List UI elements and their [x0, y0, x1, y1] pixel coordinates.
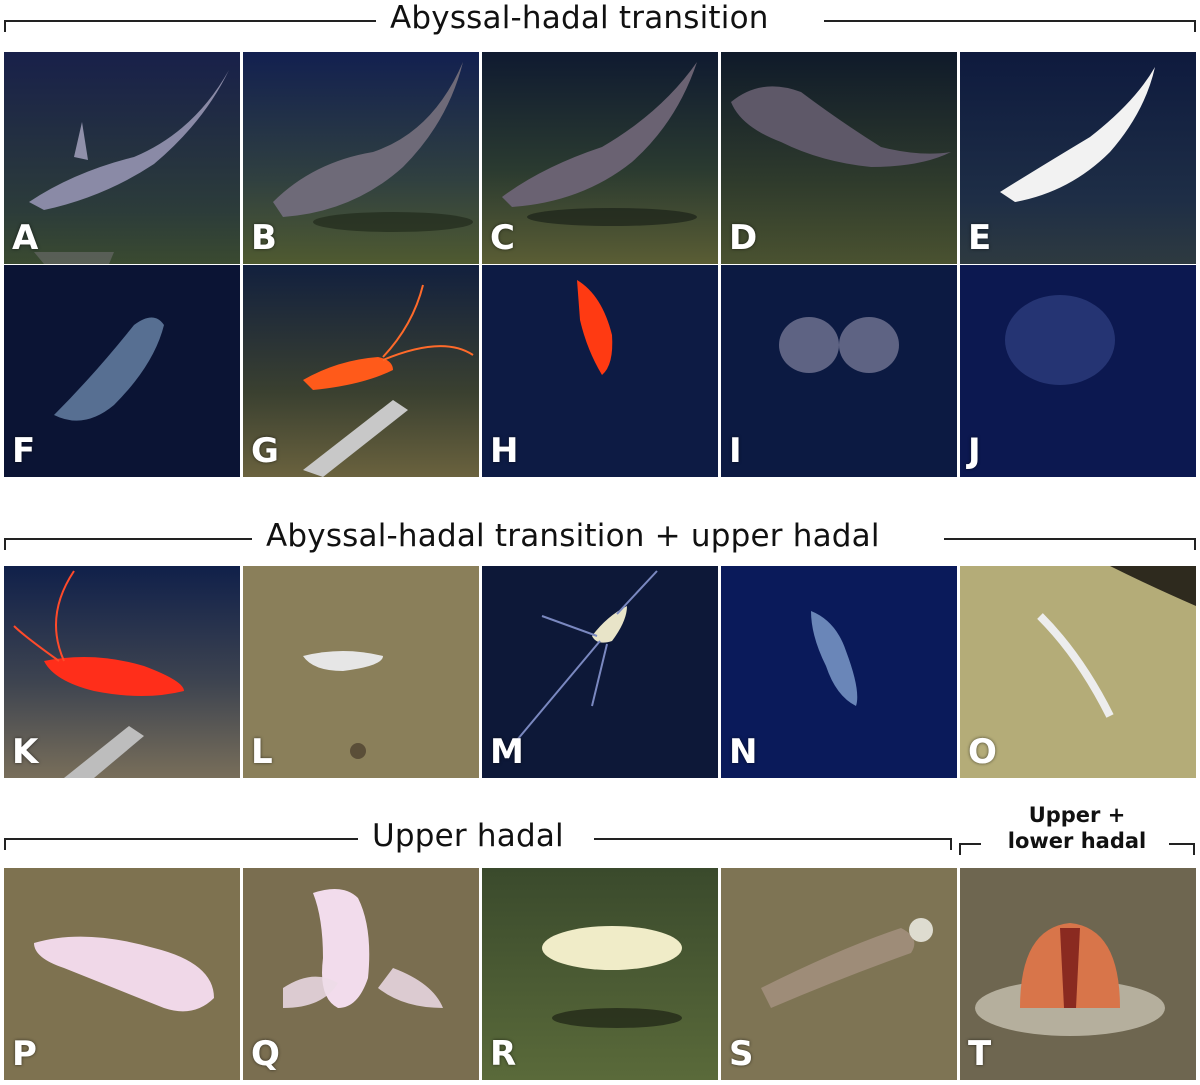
panel-letter: R	[490, 1034, 517, 1074]
bracket-line-right	[944, 538, 1196, 540]
photo-panel-f: F	[4, 265, 240, 477]
panel-letter: E	[968, 218, 992, 258]
photo-panel-p: P	[4, 868, 240, 1080]
image-row-4: P Q R S T	[4, 868, 1196, 1080]
panel-letter: S	[729, 1034, 754, 1074]
photo-panel-g: G	[243, 265, 479, 477]
bracket-tick-left	[4, 538, 6, 550]
panel-letter: G	[251, 431, 279, 471]
section-header-abyssal-hadal-transition: Abyssal-hadal transition	[0, 0, 1200, 40]
section-header-upper-lower-hadal: Upper + lower hadal	[957, 803, 1197, 858]
photo-panel-b: B	[243, 52, 479, 264]
bracket-tick-left	[4, 20, 6, 32]
section-title: Abyssal-hadal transition	[390, 0, 769, 36]
panel-letter: P	[12, 1034, 37, 1074]
photo-panel-q: Q	[243, 868, 479, 1080]
photo-panel-t: T	[960, 868, 1196, 1080]
bracket-line-right	[824, 20, 1196, 22]
photo-panel-i: I	[721, 265, 957, 477]
photo-panel-j: J	[960, 265, 1196, 477]
panel-letter: H	[490, 431, 519, 471]
bracket-tick-right	[1194, 538, 1196, 550]
photo-panel-m: M	[482, 566, 718, 778]
panel-letter: I	[729, 431, 742, 471]
bracket-tick-right	[1194, 20, 1196, 32]
section-title: Abyssal-hadal transition + upper hadal	[266, 518, 880, 554]
bracket-tick-right	[1193, 843, 1195, 855]
bracket-tick-right	[950, 838, 952, 850]
bracket-tick-left	[4, 838, 6, 850]
panel-letter: T	[968, 1034, 992, 1074]
section-title-line-1: Upper +	[1028, 803, 1126, 827]
panel-letter: O	[968, 732, 997, 772]
image-row-1: A B C D E	[4, 52, 1196, 264]
photo-panel-r: R	[482, 868, 718, 1080]
section-header-abyssal-hadal-transition-upper-hadal: Abyssal-hadal transition + upper hadal	[0, 518, 1200, 558]
photo-panel-n: N	[721, 566, 957, 778]
bracket-line-left	[4, 20, 376, 22]
bracket-line-left	[959, 843, 981, 845]
photo-panel-a: A	[4, 52, 240, 264]
bracket-tick-left	[959, 843, 961, 855]
panel-letter: B	[251, 218, 277, 258]
photo-panel-o: O	[960, 566, 1196, 778]
panel-letter: J	[968, 431, 981, 471]
photo-panel-s: S	[721, 868, 957, 1080]
photo-panel-k: K	[4, 566, 240, 778]
panel-letter: C	[490, 218, 515, 258]
bracket-line-left	[4, 538, 252, 540]
bracket-line-right	[594, 838, 952, 840]
section-header-upper-hadal: Upper hadal	[0, 818, 960, 858]
photo-panel-c: C	[482, 52, 718, 264]
bracket-line-right	[1169, 843, 1195, 845]
bracket-line-left	[4, 838, 358, 840]
photo-panel-h: H	[482, 265, 718, 477]
section-title: Upper hadal	[372, 818, 564, 854]
section-title-line-2: lower hadal	[1007, 829, 1147, 853]
panel-letter: D	[729, 218, 758, 258]
panel-letter: Q	[251, 1034, 280, 1074]
photo-panel-e: E	[960, 52, 1196, 264]
panel-letter: N	[729, 732, 758, 772]
photo-panel-l: L	[243, 566, 479, 778]
image-row-2: F G H I J	[4, 265, 1196, 477]
panel-letter: M	[490, 732, 524, 772]
image-row-3: K L M N O	[4, 566, 1196, 778]
panel-letter: A	[12, 218, 39, 258]
panel-letter: F	[12, 431, 36, 471]
photo-panel-d: D	[721, 52, 957, 264]
panel-letter: K	[12, 732, 39, 772]
panel-letter: L	[251, 732, 273, 772]
